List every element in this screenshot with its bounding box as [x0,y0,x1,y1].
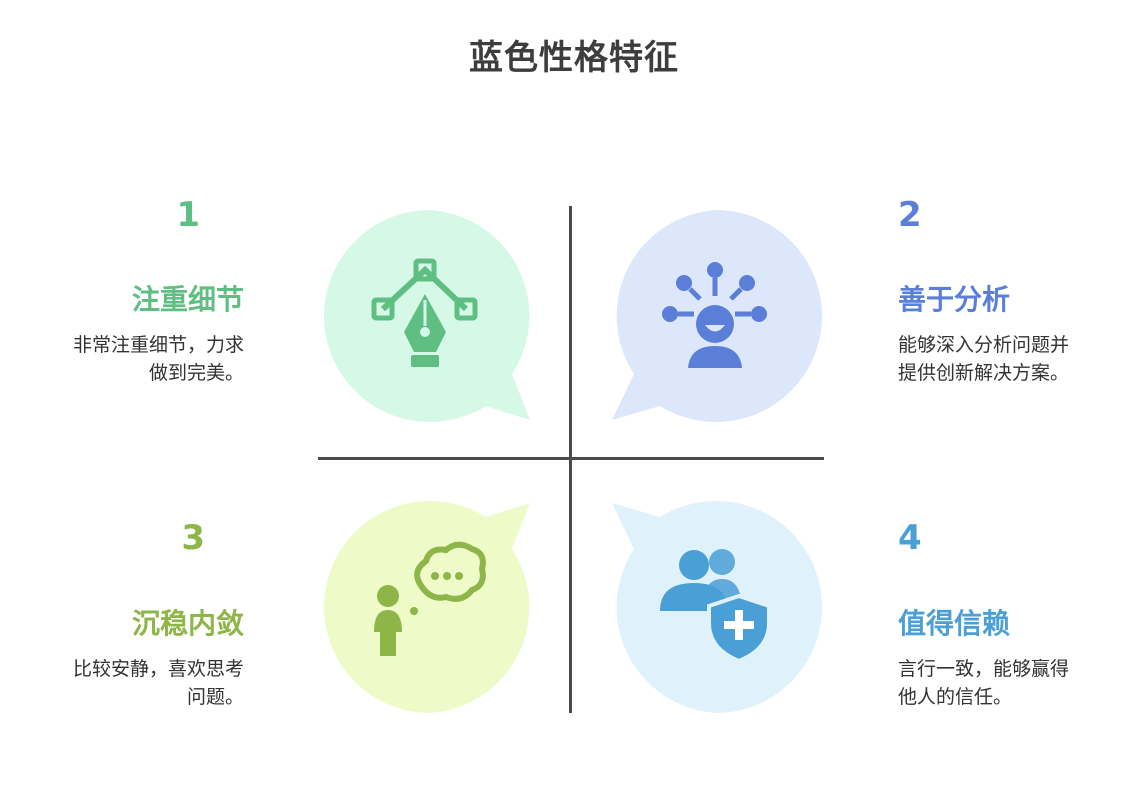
item-1-line-2: 做到完美。 [148,362,244,384]
item-4-heading: 值得信赖 [898,607,1011,640]
item-4-number: 4 [898,518,922,558]
item-3-line-1: 比较安静，喜欢思考 [72,658,244,680]
item-3-line-2: 问题。 [186,686,244,708]
bubble-trust [604,493,830,719]
item-1-line-1: 非常注重细节，力求 [72,334,244,356]
item-4-description: 言行一致，能够赢得 他人的信任。 [898,655,1118,711]
thinking-person-icon [374,541,486,656]
item-2-heading: 善于分析 [898,283,1011,316]
item-4-line-1: 言行一致，能够赢得 [898,658,1070,680]
item-3-description: 比较安静，喜欢思考 问题。 [24,655,244,711]
pen-tool-icon [371,258,478,367]
item-2-description: 能够深入分析问题并 提供创新解决方案。 [898,331,1118,387]
analytical-person-icon [662,262,767,368]
item-1-number: 1 [176,195,200,235]
item-1-heading: 注重细节 [131,283,244,316]
bubble-calm [316,493,542,719]
user-shield-icon [660,549,771,664]
bubble-analysis [604,204,830,430]
bubble-detail [316,204,542,430]
item-3-number: 3 [181,518,205,558]
page-title: 蓝色性格特征 [469,38,679,78]
item-3-heading: 沉稳内敛 [131,607,244,640]
item-4-line-2: 他人的信任。 [898,686,1013,708]
item-2-number: 2 [898,195,922,235]
item-1-description: 非常注重细节，力求 做到完美。 [24,331,244,387]
item-2-line-1: 能够深入分析问题并 [898,334,1070,356]
item-2-line-2: 提供创新解决方案。 [898,362,1070,384]
horizontal-divider [318,457,824,460]
